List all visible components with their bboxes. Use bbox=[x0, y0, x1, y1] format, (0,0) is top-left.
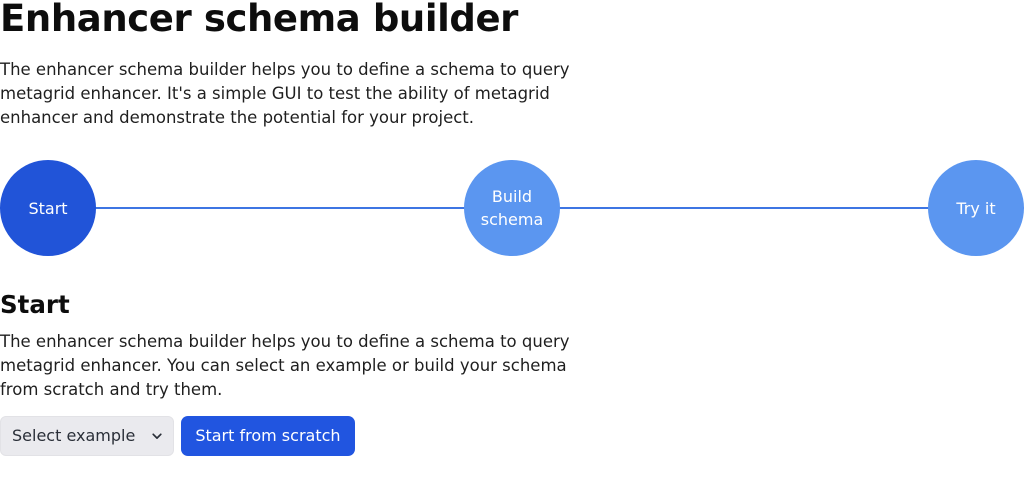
stepper-step-build-schema[interactable]: Build schema bbox=[464, 160, 560, 256]
stepper-step-build-schema-label: Build schema bbox=[480, 187, 544, 229]
start-from-scratch-button[interactable]: Start from scratch bbox=[181, 416, 355, 456]
stepper-step-start-label: Start bbox=[28, 198, 68, 218]
intro-paragraph: The enhancer schema builder helps you to… bbox=[0, 60, 570, 127]
select-example-dropdown[interactable]: Select example bbox=[0, 416, 175, 456]
stepper-step-start[interactable]: Start bbox=[0, 160, 96, 256]
page-title: Enhancer schema builder bbox=[0, 0, 519, 40]
chevron-down-icon bbox=[151, 430, 163, 442]
select-example-value: Select example bbox=[12, 426, 136, 445]
stepper-step-try-it-label: Try it bbox=[956, 198, 996, 218]
section-title: Start bbox=[0, 290, 70, 319]
stepper-step-try-it[interactable]: Try it bbox=[928, 160, 1024, 256]
section-description: The enhancer schema builder helps you to… bbox=[0, 332, 570, 399]
progress-stepper: Start Build schema Try it bbox=[0, 150, 1024, 268]
controls-row: Select example Start from scratch bbox=[0, 416, 355, 456]
